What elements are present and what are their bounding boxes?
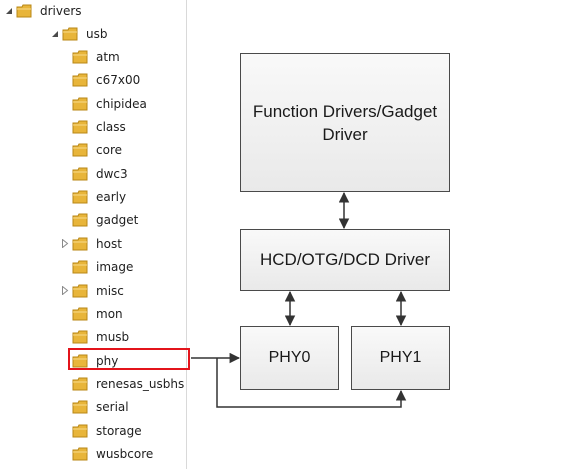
tree-item-label: wusbcore <box>96 446 154 461</box>
folder-icon <box>72 213 88 227</box>
tree-item-label: drivers <box>40 4 82 18</box>
folder-icon <box>72 73 88 87</box>
tree-item-usb[interactable]: usb <box>50 24 107 44</box>
tree-item-label: gadget <box>96 213 139 228</box>
tree-item-early[interactable]: early <box>60 187 126 207</box>
folder-icon <box>72 377 88 391</box>
folder-icon <box>72 400 88 414</box>
collapsed-arrow-icon[interactable] <box>60 238 70 250</box>
tree-item-class[interactable]: class <box>60 117 126 137</box>
tree-item-mon[interactable]: mon <box>60 304 123 324</box>
folder-icon <box>72 97 88 111</box>
folder-icon <box>72 143 88 157</box>
tree-item-label: host <box>96 236 122 251</box>
folder-icon <box>72 424 88 438</box>
tree-item-host[interactable]: host <box>60 234 122 254</box>
expanded-arrow-icon[interactable] <box>50 28 60 40</box>
hcd-otg-dcd-driver-box: HCD/OTG/DCD Driver <box>240 229 450 291</box>
expanded-arrow-icon[interactable] <box>4 5 14 17</box>
phy-highlight-box <box>68 348 190 370</box>
folder-icon <box>72 50 88 64</box>
tree-item-core[interactable]: core <box>60 140 122 160</box>
folder-icon <box>16 4 32 18</box>
tree-item-atm[interactable]: atm <box>60 47 120 67</box>
folder-tree: drivers usb atm c67x00 chipidea class core dw… <box>0 0 187 469</box>
tree-item-image[interactable]: image <box>60 257 133 277</box>
tree-item-misc[interactable]: misc <box>60 281 124 301</box>
folder-icon <box>72 330 88 344</box>
tree-item-serial[interactable]: serial <box>60 397 129 417</box>
tree-item-label: phy <box>96 353 119 368</box>
function-drivers-line1: Function Drivers/Gadget <box>252 101 438 121</box>
folder-icon <box>72 284 88 297</box>
tree-item-label: chipidea <box>96 96 147 111</box>
function-drivers-box: Function Drivers/Gadget Driver <box>240 53 450 192</box>
tree-item-drivers[interactable]: drivers <box>4 1 82 21</box>
hcd-otg-dcd-driver-label: HCD/OTG/DCD Driver <box>260 250 430 269</box>
tree-item-label: storage <box>96 423 142 438</box>
folder-icon <box>72 354 88 368</box>
phy1-label: PHY1 <box>379 349 422 366</box>
folder-icon <box>72 447 88 461</box>
tree-item-storage[interactable]: storage <box>60 421 142 441</box>
tree-item-label: dwc3 <box>96 166 128 181</box>
tree-item-label: musb <box>96 330 130 345</box>
folder-icon <box>72 190 88 204</box>
function-drivers-line2: Driver <box>322 124 368 144</box>
phy0-box: PHY0 <box>240 326 339 390</box>
tree-item-label: serial <box>96 400 129 415</box>
tree-item-phy[interactable]: phy <box>60 351 118 371</box>
tree-item-label: atm <box>96 50 120 64</box>
tree-item-gadget[interactable]: gadget <box>60 210 138 230</box>
tree-item-c67x00[interactable]: c67x00 <box>60 70 140 90</box>
folder-icon <box>72 237 88 251</box>
collapsed-arrow-icon[interactable] <box>60 285 70 297</box>
tree-item-label: renesas_usbhs <box>96 376 185 391</box>
tree-item-wusbcore[interactable]: wusbcore <box>60 444 153 464</box>
tree-item-label: mon <box>96 306 123 321</box>
tree-item-dwc3[interactable]: dwc3 <box>60 164 128 184</box>
tree-item-chipidea[interactable]: chipidea <box>60 94 147 114</box>
folder-icon <box>72 260 88 274</box>
folder-icon <box>62 27 78 41</box>
phy-to-phy1-arrow <box>216 358 407 408</box>
tree-item-label: class <box>96 120 126 135</box>
phy0-label: PHY0 <box>268 349 311 366</box>
phy1-box: PHY1 <box>351 326 450 390</box>
tree-item-label: early <box>96 190 127 205</box>
tree-item-musb[interactable]: musb <box>60 327 129 347</box>
tree-item-renesas-usbhs[interactable]: renesas_usbhs <box>60 374 184 394</box>
tree-item-label: image <box>96 260 134 275</box>
tree-item-label: usb <box>86 27 108 41</box>
tree-item-label: core <box>96 143 122 158</box>
folder-icon <box>72 307 88 321</box>
folder-icon <box>72 167 88 181</box>
tree-item-label: misc <box>96 283 124 298</box>
tree-item-label: c67x00 <box>96 73 141 88</box>
folder-icon <box>72 120 88 134</box>
